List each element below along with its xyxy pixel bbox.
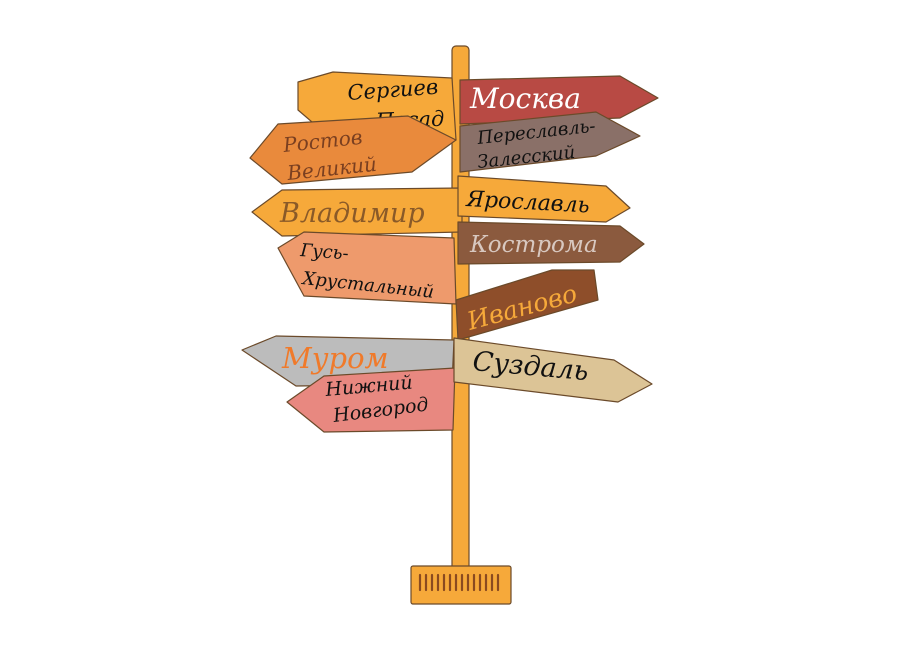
sign-vladimir: Владимир	[251, 187, 463, 237]
sign-gus-khrustalny-board	[277, 231, 457, 305]
sign-yaroslavl-board	[457, 175, 631, 223]
signpost-base-lines	[418, 573, 500, 592]
sign-gus-khrustalny-line1: Гусь-	[299, 240, 350, 264]
sign-suzdal-board	[453, 337, 653, 403]
sign-suzdal: Суздаль	[453, 337, 653, 403]
sign-moskva-board	[459, 75, 659, 125]
sign-kostroma-label: Кострома	[469, 232, 598, 258]
sign-gus-khrustalny: Гусь- Хрустальный	[277, 231, 457, 305]
sign-moskva-label: Москва	[469, 82, 581, 115]
sign-moskva: Москва	[459, 75, 659, 125]
sign-ivanovo: Иваново	[455, 269, 599, 341]
sign-ivanovo-board	[455, 269, 599, 341]
sign-kostroma-board	[457, 221, 645, 265]
sign-rostov-veliky-board	[249, 115, 457, 185]
sign-murom-label: Муром	[281, 341, 389, 375]
signpost-base-icon	[410, 565, 512, 605]
sign-pereslavl-zalessky-board	[459, 111, 641, 173]
sign-yaroslavl: Ярославль	[457, 175, 631, 223]
sign-kostroma: Кострома	[457, 221, 645, 265]
sign-rostov-veliky: Ростов Великий	[249, 115, 457, 185]
sign-vladimir-label: Владимир	[279, 198, 425, 229]
sign-nizhny-novgorod: Нижний Новгород	[286, 367, 456, 433]
sign-nizhny-novgorod-board	[286, 367, 456, 433]
